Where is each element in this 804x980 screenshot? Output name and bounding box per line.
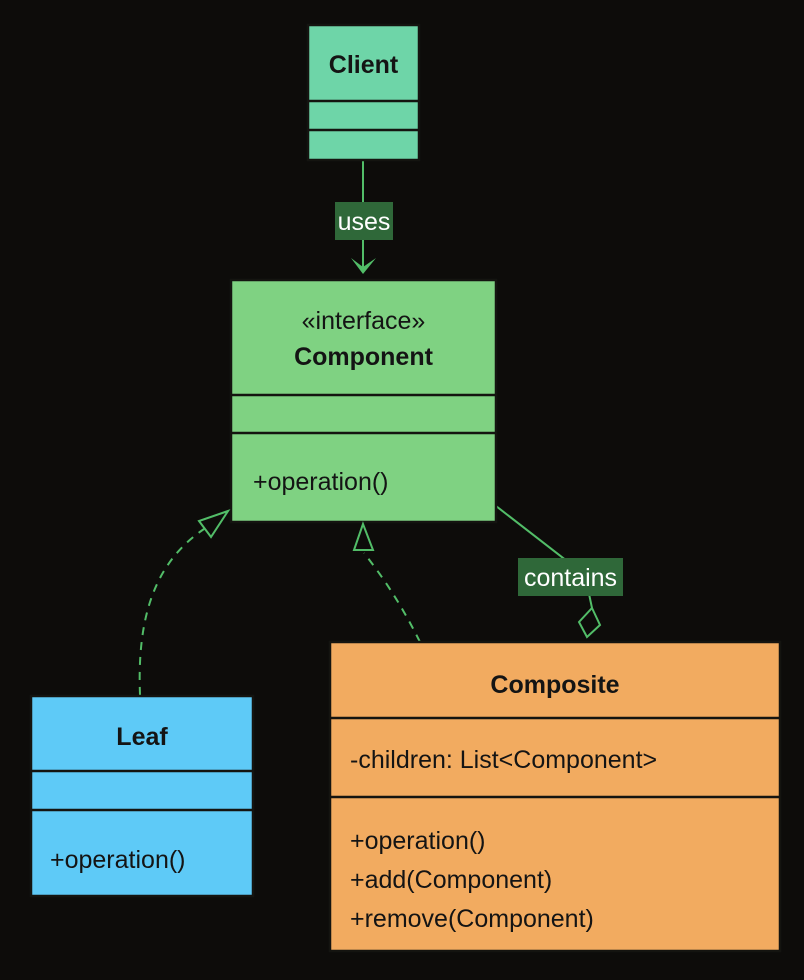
composite-class: Composite -children: List<Component> +op…: [328, 640, 782, 953]
component-class-name: Component: [294, 343, 434, 371]
composite-class-name: Composite: [490, 671, 619, 699]
leaf-class: Leaf +operation(): [29, 694, 255, 898]
client-class-box: [306, 23, 421, 162]
component-class: «interface» Component +operation(): [229, 278, 498, 524]
uses-label-background: [335, 202, 393, 240]
composite-method-add: +add(Component): [350, 866, 552, 894]
uses-arrowhead-icon: [351, 258, 376, 274]
leaf-realization-line: [138, 528, 205, 696]
component-stereotype: «interface»: [302, 307, 426, 335]
composite-realization-line: [363, 552, 421, 643]
aggregation-diamond-icon: [577, 606, 602, 639]
leaf-class-box: [29, 694, 255, 898]
composite-method-remove: +remove(Component): [350, 905, 594, 933]
leaf-method-operation: +operation(): [50, 846, 186, 874]
contains-label-text: contains: [524, 564, 617, 592]
client-class: Client: [306, 23, 421, 162]
component-method-operation: +operation(): [253, 468, 389, 496]
component-class-box: [229, 278, 498, 524]
composite-method-operation: +operation(): [350, 827, 486, 855]
leaf-class-name: Leaf: [116, 723, 168, 751]
uses-edge-label: uses: [335, 202, 393, 240]
client-class-name: Client: [329, 51, 399, 79]
contains-edge-label: contains: [518, 558, 623, 596]
leaf-realization-arrowhead-icon: [197, 509, 231, 539]
uses-label-text: uses: [338, 208, 391, 236]
contains-label-background: [518, 558, 623, 596]
composite-attribute-children: -children: List<Component>: [350, 746, 657, 774]
composite-realization-arrowhead-icon: [352, 521, 375, 551]
